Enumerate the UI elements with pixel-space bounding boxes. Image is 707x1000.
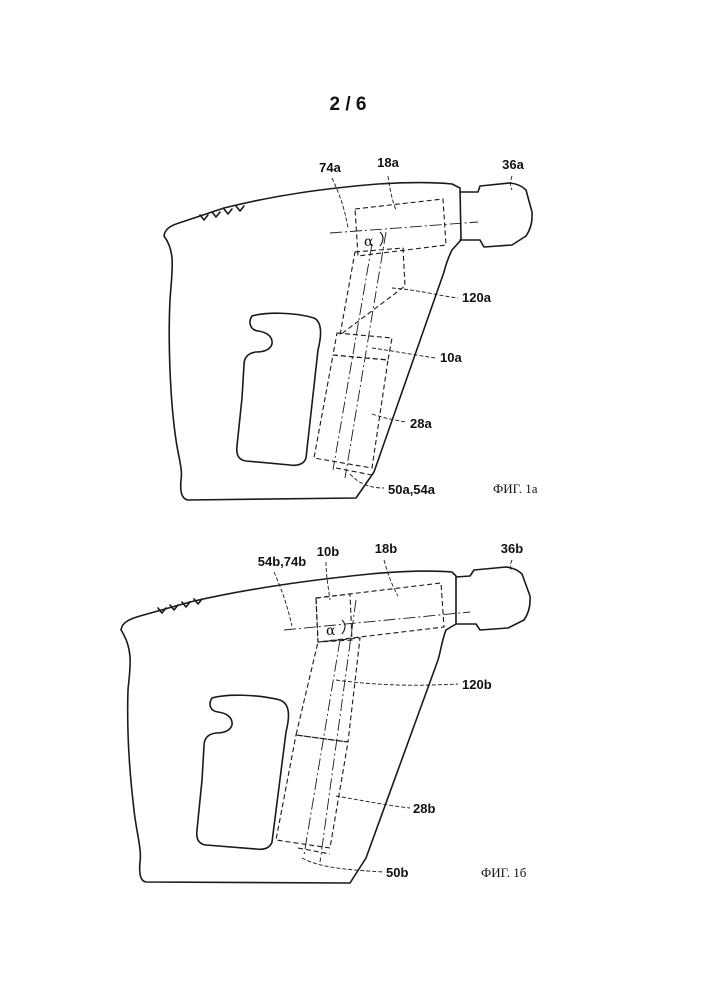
figure-1b-bottom-segment (298, 848, 330, 854)
figure-1b-label-50b: 50b (386, 865, 408, 880)
figure-1b-leader-36b (511, 560, 513, 572)
figure-1a-handle-axis (345, 232, 386, 478)
figure-1a-chuck (460, 183, 532, 247)
figure-1b-angle-arc (342, 620, 345, 634)
figure-1b-column-120b (296, 638, 360, 742)
figure-1a-bottom-segment (336, 468, 372, 475)
figure-1b-angle-symbol: α (326, 623, 336, 639)
figure-1b-housing-outline (121, 571, 456, 883)
figure-1b-vent-slots (158, 599, 202, 613)
figure-1b-leader-10b (326, 562, 330, 600)
figure-1a-label-28a: 28a (410, 416, 432, 431)
figure-1a-label-50a-54a: 50a,54a (388, 482, 436, 497)
figure-1a-column-120a (340, 248, 405, 335)
figure-1b-leader-18b (384, 560, 398, 596)
figure-1a-leader-28a (372, 414, 406, 422)
figure-1a-label-74a: 74a (319, 160, 341, 175)
figure-1b-handle-opening (197, 695, 289, 849)
figure-1a-label-10a: 10a (440, 350, 462, 365)
figure-1b-leader-50b (302, 858, 384, 872)
figure-1b-label-10b: 10b (317, 544, 339, 559)
figure-1b-leader-54b-74b (274, 572, 292, 626)
figure-1a-handle-opening (237, 313, 321, 465)
figure-1b-label-54b-74b: 54b,74b (258, 554, 306, 569)
figure-1a-leader-10a (372, 348, 436, 358)
figure-1b-caption: ФИГ. 1б (481, 865, 527, 880)
figure-1a-drive-axis (330, 222, 478, 233)
figure-1b-handle-axis-2 (304, 640, 340, 855)
figure-1a-label-18a: 18a (377, 155, 399, 170)
figure-1b-chuck (456, 567, 530, 630)
figure-1b-label-18b: 18b (375, 541, 397, 556)
figure-1a-label-120a: 120a (462, 290, 492, 305)
figure-1b-leader-28b (336, 796, 410, 808)
figure-1b: α 54b,74b 10b 18b 36b 120b 28b 50b ФИГ. … (121, 541, 530, 883)
figure-1a-housing-outline (164, 183, 461, 501)
figure-1a-label-36a: 36a (502, 157, 524, 172)
figure-1b-segment-28b (276, 735, 348, 848)
figure-1b-label-36b: 36b (501, 541, 523, 556)
figure-1b-label-120b: 120b (462, 677, 492, 692)
figure-1a-angle-symbol: α (364, 234, 374, 250)
figure-1a: α 74a 18a 36a 120a 10a 28a 50a,54a ФИГ. … (164, 155, 538, 500)
figure-1b-label-28b: 28b (413, 801, 435, 816)
figure-1a-segment-28a (314, 355, 388, 468)
figure-1a-angle-arc (380, 232, 383, 246)
figure-1a-caption: ФИГ. 1а (493, 481, 538, 496)
figure-1a-leader-74a (332, 178, 348, 228)
figure-1a-leader-120a (392, 288, 458, 298)
page-number: 2 / 6 (330, 94, 367, 115)
